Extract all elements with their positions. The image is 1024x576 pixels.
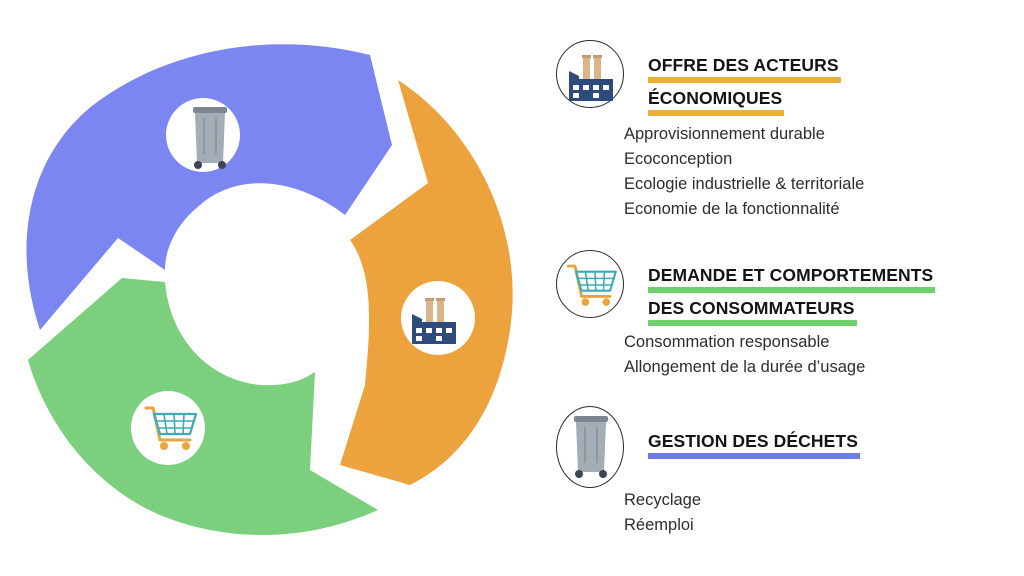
cycle-segment-blue: [26, 44, 392, 330]
list-item: Economie de la fonctionnalité: [624, 200, 840, 218]
item-list: Recyclage Réemploi: [624, 488, 701, 538]
section-title: OFFRE DES ACTEURS ÉCONOMIQUES: [648, 50, 841, 116]
list-item: Allongement de la durée d’usage: [624, 358, 866, 376]
list-item: Recyclage: [624, 491, 702, 509]
circular-economy-cycle: [26, 44, 513, 535]
list-item: Réemploi: [624, 516, 694, 534]
cycle-segment-orange: [340, 80, 513, 485]
shopping-cart-icon: [556, 250, 624, 318]
section-title-line2: DES CONSOMMATEURS: [648, 296, 857, 326]
section-title-line1: DEMANDE ET COMPORTEMENTS: [648, 263, 936, 293]
section-title-line1: OFFRE DES ACTEURS: [648, 53, 841, 83]
item-list: Consommation responsable Allongement de …: [624, 330, 865, 380]
list-item: Ecologie industrielle & territoriale: [624, 175, 865, 193]
section-title-line2: ÉCONOMIQUES: [648, 86, 785, 116]
list-item: Consommation responsable: [624, 333, 830, 351]
section-title: DEMANDE ET COMPORTEMENTS DES CONSOMMATEU…: [648, 260, 936, 326]
factory-icon: [556, 40, 624, 108]
trash-bin-icon: [556, 406, 624, 488]
segment-icon-bin: [166, 98, 240, 172]
list-item: Ecoconception: [624, 150, 733, 168]
section-demande-consommateurs: DEMANDE ET COMPORTEMENTS DES CONSOMMATEU…: [556, 250, 1016, 390]
list-item: Approvisionnement durable: [624, 125, 825, 143]
section-gestion-dechets: GESTION DES DÉCHETS Recyclage Réemploi: [556, 406, 1016, 546]
section-offre-acteurs: OFFRE DES ACTEURS ÉCONOMIQUES Approvisio…: [556, 40, 1016, 230]
item-list: Approvisionnement durable Ecoconception …: [624, 122, 864, 222]
segment-icon-factory: [401, 281, 475, 355]
segment-icon-cart: [131, 391, 205, 465]
section-title-line1: GESTION DES DÉCHETS: [648, 429, 860, 459]
cycle-segment-green: [28, 278, 378, 535]
section-title: GESTION DES DÉCHETS: [648, 426, 860, 459]
